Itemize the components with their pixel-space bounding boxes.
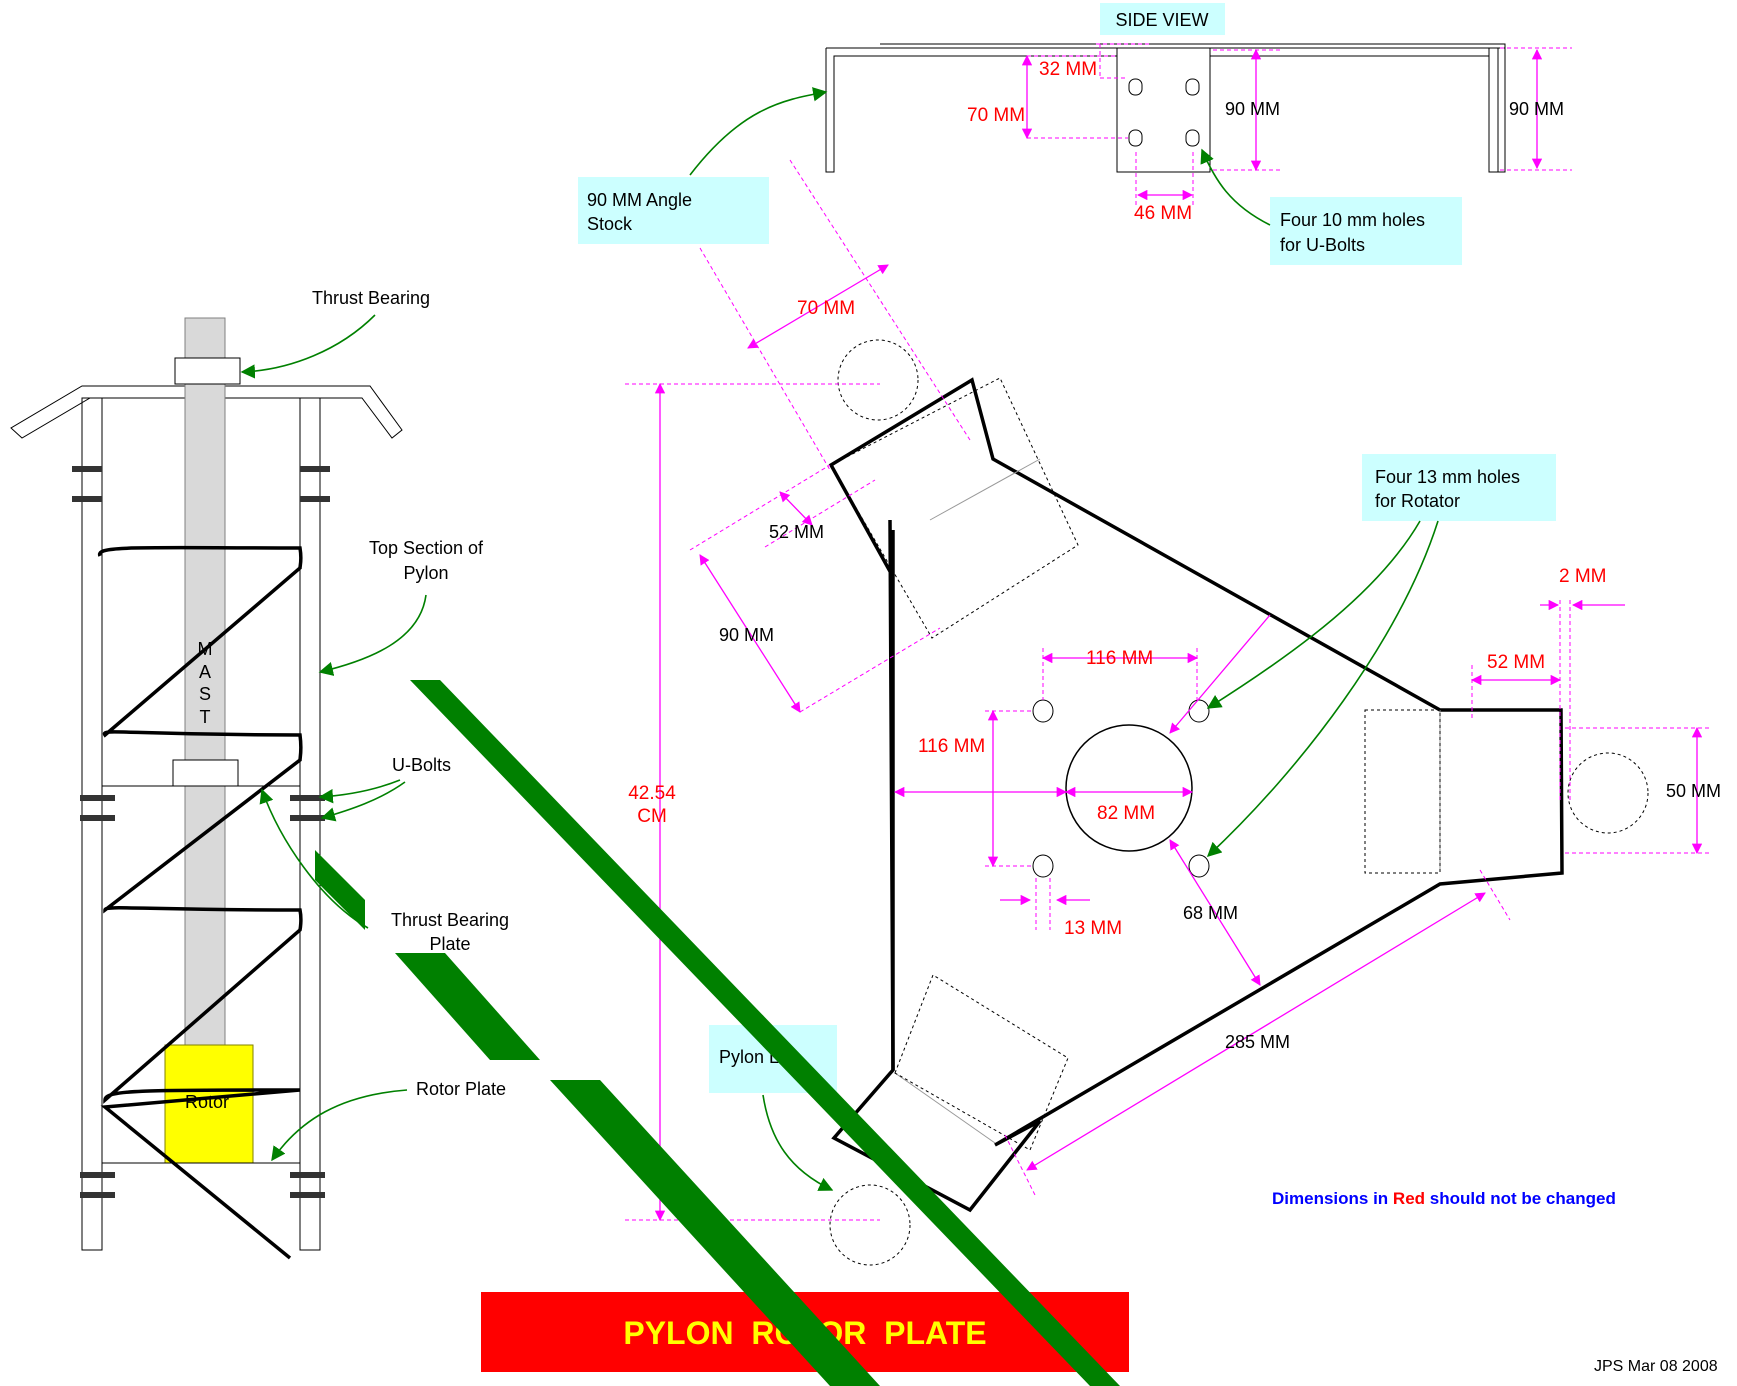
plate-dim-height-line1: 42.54 [628,783,676,804]
plate-dim-116-h: 116 MM [1086,648,1153,669]
mast-letter-t: T [200,707,211,727]
author-credit: JPS Mar 08 2008 [1594,1358,1718,1375]
side-view-title: SIDE VIEW [1115,10,1208,30]
side-view-title-box [1100,3,1225,35]
top-section-arrow [318,594,427,676]
rotator-holes-callout-line1: Four 13 mm holes [1375,467,1520,487]
label-thrust-plate-line1: Thrust Bearing [391,910,509,930]
label-u-bolts: U-Bolts [392,755,451,775]
angle-stock-callout-line2: Stock [587,214,633,234]
side-dim-32: 32 MM [1039,59,1097,80]
plate-dim-2: 2 MM [1559,566,1607,587]
label-top-section-line2: Pylon [403,563,448,583]
side-view-dimension-lines [1021,43,1572,205]
rotor-plate-drawing: 70 MM 52 MM 90 MM 42.54 CM 116 MM 116 MM… [625,159,1721,1266]
rotator-holes-callout-line2: for Rotator [1375,491,1460,511]
side-dim-70: 70 MM [967,105,1025,126]
label-rotor-plate: Rotor Plate [416,1079,506,1099]
mast-letter-s: S [199,684,211,704]
side-view-plate [1116,47,1211,173]
pylon-left-leg [81,397,103,1251]
angle-stock-callout-line1: 90 MM Angle [587,190,692,210]
u-bolt-holes-callout-line2: for U-Bolts [1280,235,1365,255]
leg-footprints [830,377,1441,1151]
plate-outline [828,377,1564,1213]
rotator-holes-callout-box [1362,454,1556,521]
pylon-bracing [97,545,303,1260]
angle-stock-callout-box [578,177,769,244]
side-view: SIDE VIEW 3 [578,3,1572,265]
plate-dim-285: 285 MM [1225,1032,1290,1052]
plate-dim-13: 13 MM [1064,918,1122,939]
plate-dim-50: 50 MM [1666,781,1721,801]
center-hole [1065,724,1193,852]
u-bolt-holes-arrow [1200,148,1271,226]
thrust-bearing-arrow [240,314,376,379]
overlay-green-marks [315,680,1120,1386]
plate-dim-68: 68 MM [1183,903,1238,923]
plate-dim-90: 90 MM [719,625,774,645]
thrust-plate-arrow [259,788,369,929]
rotor-plate-arrow [271,1089,408,1162]
side-dim-90-mid: 90 MM [1225,99,1280,119]
rotator-holes-arrow-2 [1206,520,1439,857]
rotator-holes-arrow-1 [1206,520,1421,709]
pylon-leg-circle-bottom [829,1184,911,1266]
label-top-section-line1: Top Section of [369,538,484,558]
pylon-leg-arrow [762,1094,834,1191]
u-bolt-holes-callout-box [1270,197,1462,265]
u-bolt-holes [1128,78,1200,147]
rotor [164,1044,254,1164]
pylon-leg-circle-right [1567,752,1649,834]
label-thrust-plate-line2: Plate [429,934,470,954]
thrust-bearing-block [172,759,239,787]
thrust-bearing-top [174,357,241,385]
plate-dim-52-right: 52 MM [1487,652,1545,673]
plate-dim-52-left: 52 MM [769,522,824,542]
mast-letter-a: A [199,662,211,682]
plate-dim-82: 82 MM [1097,803,1155,824]
plate-dimension-lines [625,159,1710,1222]
u-bolts-arrow-2 [320,781,406,822]
rotor-label: Rotor [185,1092,229,1112]
mast [184,317,226,1057]
dimensions-note: Dimensions in Red should not be changed [1272,1189,1616,1208]
pylon-right-leg [299,397,321,1251]
plate-dim-70: 70 MM [797,298,855,319]
side-dim-90-right: 90 MM [1509,99,1564,119]
label-thrust-bearing: Thrust Bearing [312,288,430,308]
side-dim-46: 46 MM [1134,203,1192,224]
pylon-drawing: M A S T Rotor [10,317,403,1260]
pylon-leg-circle-top [837,339,919,421]
pylon-top-bar [10,385,403,439]
u-bolt-hardware [72,466,330,1198]
plate-dim-116-v: 116 MM [918,736,985,757]
u-bolts-arrow-1 [318,779,401,804]
u-bolt-holes-callout-line1: Four 10 mm holes [1280,210,1425,230]
angle-stock-arrow [689,87,828,176]
plate-dim-height-line2: CM [637,806,667,827]
